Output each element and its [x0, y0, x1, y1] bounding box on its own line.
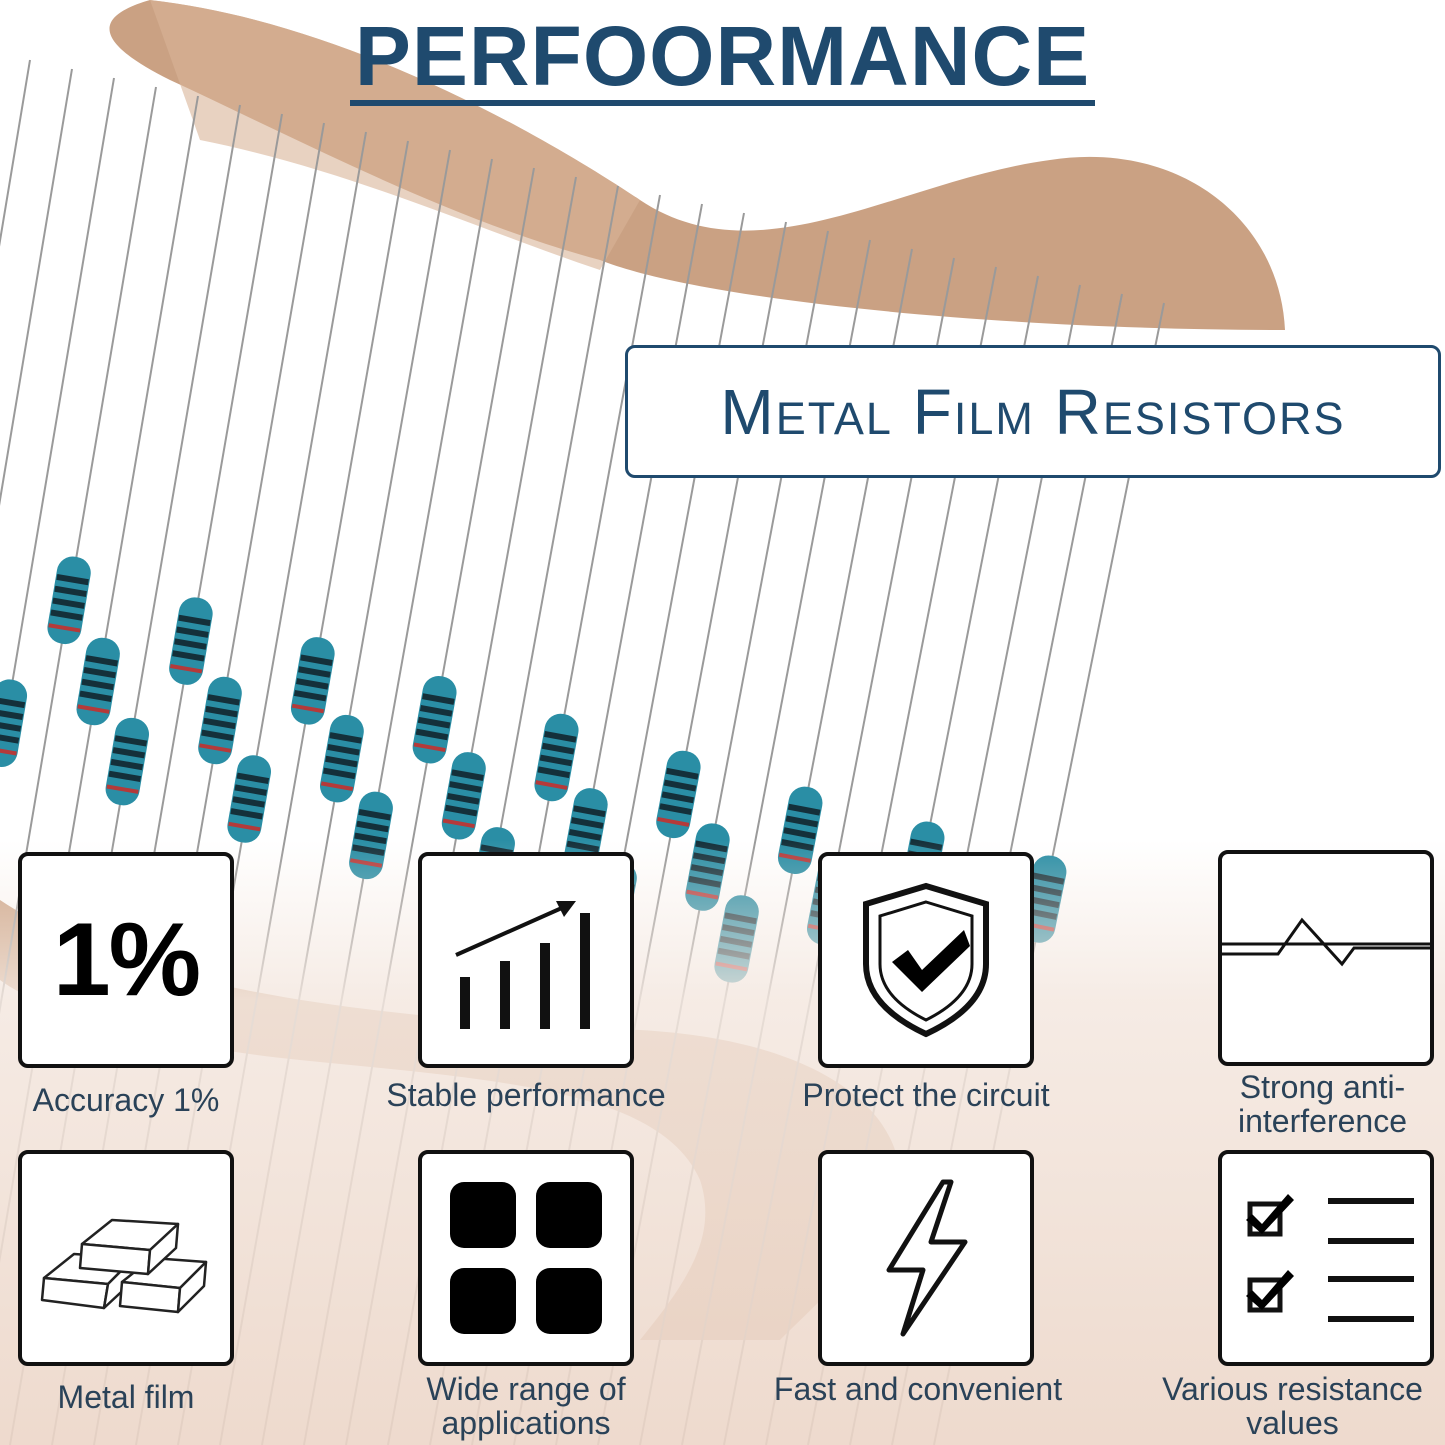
- feature-label-resistance-values: Various resistance values: [1162, 1371, 1423, 1441]
- subtitle-banner: Metal Film Resistors: [625, 345, 1441, 478]
- signal-wave-icon: [1222, 917, 1430, 967]
- feature-label-stable: Stable performance: [386, 1077, 666, 1113]
- feature-card-protect: [818, 852, 1034, 1068]
- subtitle-text: Metal Film Resistors: [720, 375, 1346, 448]
- feature-label-applications: Wide range of applications: [426, 1371, 626, 1441]
- feature-card-fast: [818, 1150, 1034, 1366]
- checklist-icon: [1246, 1194, 1414, 1322]
- metal-bars-icon: [40, 1218, 208, 1314]
- lightning-icon: [886, 1179, 968, 1337]
- feature-card-metal-film: [18, 1150, 234, 1366]
- feature-card-applications: [418, 1150, 634, 1366]
- percent-icon: 1%: [52, 901, 201, 1018]
- rising-bar-chart-icon: [455, 901, 590, 1029]
- feature-label-protect: Protect the circuit: [802, 1077, 1050, 1113]
- feature-label-metal-film: Metal film: [57, 1379, 195, 1415]
- feature-card-resistance-values: [1218, 1150, 1434, 1366]
- feature-card-anti-interference: [1218, 850, 1434, 1066]
- feature-label-accuracy: Accuracy 1%: [32, 1082, 220, 1118]
- title-underline: [350, 100, 1095, 106]
- feature-card-accuracy: 1%: [18, 852, 234, 1068]
- shield-check-icon: [863, 882, 989, 1038]
- feature-card-stable: [418, 852, 634, 1068]
- feature-label-anti-interference: Strong anti-interference: [1238, 1069, 1407, 1139]
- page-title: PERFOORMANCE: [354, 9, 1091, 103]
- four-squares-icon: [450, 1182, 602, 1334]
- feature-label-fast: Fast and convenient: [773, 1371, 1063, 1407]
